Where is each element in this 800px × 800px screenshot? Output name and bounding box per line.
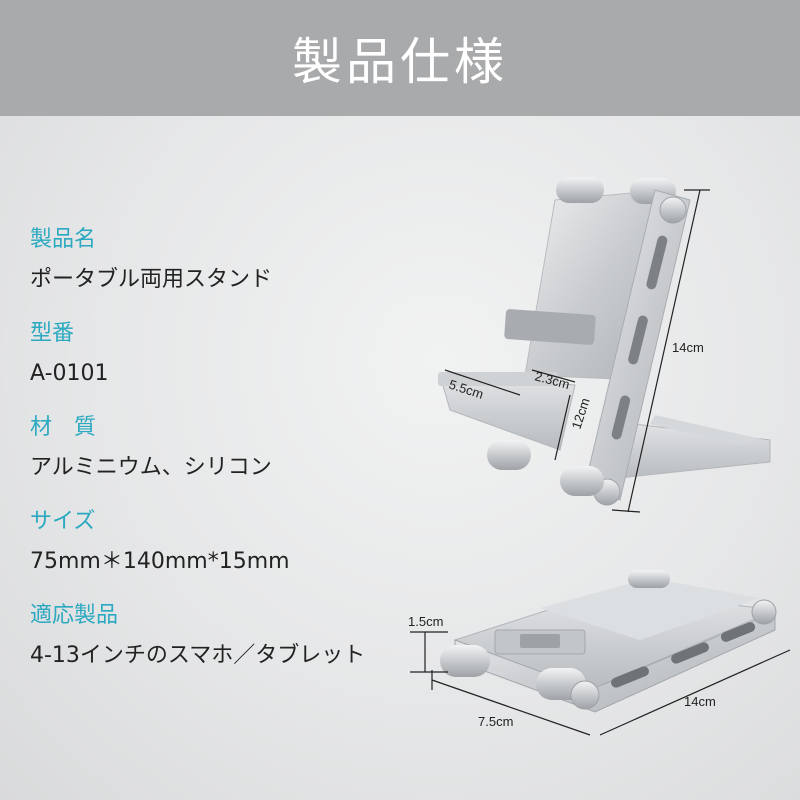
spec-label-material: 材 質 xyxy=(30,415,97,440)
spec-value-compatible: 4-13インチのスマホ／タブレット xyxy=(30,643,366,668)
dim-lower-length: 14cm xyxy=(684,694,716,709)
dim-upper-lip: 2.3cm xyxy=(533,368,571,392)
stand-folded-illustration xyxy=(440,570,777,713)
page-title: 製品仕様 xyxy=(292,33,508,91)
dim-upper-height: 14cm xyxy=(672,340,704,355)
dim-lower-width: 7.5cm xyxy=(478,714,513,729)
spec-value-model: A-0101 xyxy=(30,361,109,386)
stand-unfolded-illustration xyxy=(438,177,771,506)
spec-list: 製品名 ポータブル両用スタンド 型番 A-0101 材 質 アルミニウム、シリコ… xyxy=(30,220,430,690)
lower-dimension-lines xyxy=(410,631,791,736)
spec-label-model: 型番 xyxy=(30,321,75,346)
header-bar: 製品仕様 xyxy=(0,0,800,116)
spec-value-product-name: ポータブル両用スタンド xyxy=(30,267,273,292)
spec-label-size: サイズ xyxy=(30,509,96,534)
dim-upper-width: 5.5cm xyxy=(447,377,485,402)
spec-label-product-name: 製品名 xyxy=(30,227,97,252)
dim-upper-arm: 12cm xyxy=(569,396,593,431)
spec-label-compatible: 適応製品 xyxy=(30,603,119,628)
spec-value-material: アルミニウム、シリコン xyxy=(30,455,272,480)
spec-value-size: 75mm＊140mm*15mm xyxy=(30,549,290,574)
upper-dimension-lines xyxy=(444,189,710,513)
